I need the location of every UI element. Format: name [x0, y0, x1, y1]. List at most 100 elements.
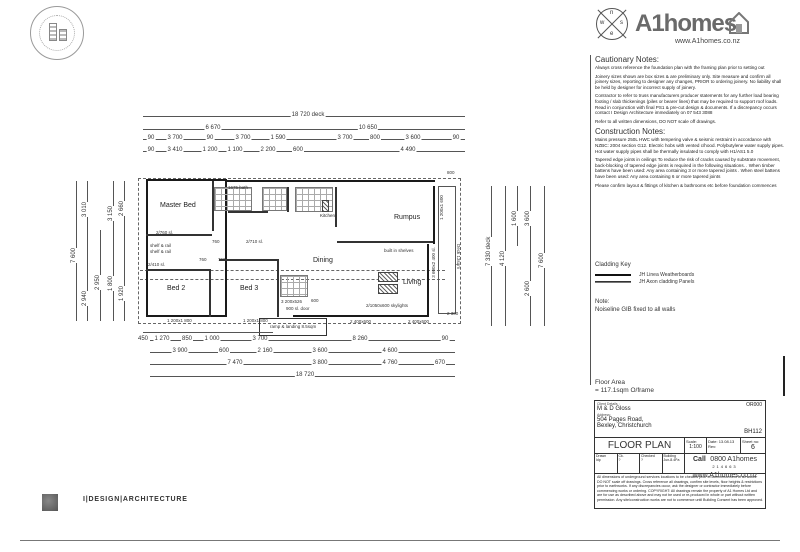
- client-name: M & D Gloss: [597, 406, 631, 412]
- window-bed3-label: 1 200x1 800: [243, 318, 268, 323]
- dim-bottom-overhang: 450: [136, 332, 273, 342]
- wall-north: [225, 180, 435, 182]
- seal-building-icon-2: [59, 29, 67, 41]
- seal-building-icon: [49, 23, 57, 41]
- wall-master-south: [146, 234, 212, 236]
- dim-bottom-overall: 18 720: [150, 372, 455, 378]
- wall-west-wing: [146, 179, 227, 317]
- wardrobe-master-label: 2/760 sl.: [156, 230, 174, 235]
- title-block: Client Details : M & D Gloss Address: 50…: [594, 400, 766, 509]
- cladding-key-title: Cladding Key: [595, 262, 631, 268]
- room-master-bed: Master Bed: [160, 202, 196, 209]
- dim-overall-deck: 18 720 deck: [143, 112, 465, 118]
- dim-top-blocks: 6 670 10 650: [143, 125, 465, 131]
- contact-info: Call 0800 A1homes 214663 www.A1homes.co.…: [685, 454, 765, 479]
- room-living: Living: [403, 279, 422, 286]
- construction-notes-title: Construction Notes:: [595, 127, 666, 137]
- door-760-c: 760: [218, 257, 226, 262]
- ensuite-tiles: [262, 187, 287, 211]
- panel-divider: [590, 55, 591, 385]
- title-row: FLOOR PLAN Scale: 1:100 Date: 13.08.13 R…: [595, 438, 765, 454]
- wardrobe-hall-label: 2/710 sl.: [246, 239, 264, 244]
- wall-bed3-north: [219, 259, 277, 261]
- laundry-tiles: [280, 275, 308, 297]
- dim-bottom-row3: 7 470 3 800 4 760 670: [150, 360, 455, 366]
- dim-top-row2: 90 3 410 1 200 1 100 2 200 600 4 490: [143, 147, 465, 153]
- sheet-cell: Sheet no: 6: [742, 439, 760, 451]
- dim-left-seg1: 3 010 2 940: [82, 181, 88, 321]
- cautionary-note: Joinery sizes shown are box sizes & are …: [595, 73, 782, 90]
- dim-right-overall: 7 600: [539, 186, 545, 326]
- wall-bed2-east: [209, 269, 211, 317]
- dim-left-overall: 7 600: [71, 181, 77, 321]
- door-760-a: 760: [212, 239, 220, 244]
- living-slider-label: 3 600x2 400 sl.: [430, 247, 436, 278]
- floor-area-label: Floor Area: [595, 379, 625, 386]
- construction-note: Please confirm layout & fittings of kitc…: [595, 182, 777, 188]
- cladding-key-item: JH Linea Weatherboards: [595, 271, 780, 278]
- dim-right-seg2: 1 600: [512, 186, 518, 246]
- built-in-label: built in shelves: [384, 248, 414, 253]
- wall-hall-north: [228, 211, 268, 213]
- cladding-key: Cladding Key JH Linea Weatherboards JH A…: [595, 262, 780, 285]
- address-line-1: 504 Pages Road,: [597, 416, 644, 423]
- design-architecture-logo-icon: [42, 494, 58, 511]
- deck-area-label: Deck 13sqm: [456, 243, 462, 270]
- house-logo-icon: [729, 12, 749, 34]
- deck-strip: [438, 186, 456, 314]
- page-edge-mark: [783, 356, 785, 396]
- wall-rumpus-south: [337, 241, 433, 243]
- cautionary-notes-title: Cautionary Notes:: [595, 55, 660, 64]
- room-bed-3: Bed 3: [240, 285, 259, 292]
- cautionary-note: Refer to all written dimensions, DO NOT …: [595, 118, 717, 124]
- address-line-2: Bexley, Christchurch: [597, 423, 652, 429]
- wall-bed2-north: [146, 269, 210, 271]
- room-dining: Dining: [313, 257, 333, 264]
- dim-right-seg3: 3 600 2 600: [525, 186, 531, 326]
- wardrobe-bed-label: 2/410 sl.: [148, 262, 166, 267]
- website-link[interactable]: www.A1homes.co.nz: [692, 472, 758, 479]
- floor-area-value: = 117.1sqm O/frame: [595, 387, 654, 394]
- brand-logo-text: A1homes: [635, 10, 737, 37]
- fridge-hatch: [322, 200, 329, 212]
- general-note: Note: Noiseline GIB fixed to all walls: [595, 298, 675, 314]
- dim-top-row1: 90 3 700 90 3 700 1 590 3 700 800 3 600 …: [143, 135, 465, 141]
- wall-rumpus-east: [433, 186, 435, 244]
- drawing-title: FLOOR PLAN: [595, 438, 685, 453]
- construction-note: Tapered edge joints in ceilings To reduc…: [595, 157, 781, 179]
- footer-rule: [20, 540, 780, 541]
- wall-rumpus-west: [335, 187, 337, 227]
- ramp-landing-box: [259, 318, 327, 336]
- brand-header: n w s e A1homes www.A1homes.co.nz: [583, 6, 783, 56]
- notes-section: Cautionary Notes: Always cross reference…: [590, 55, 785, 192]
- footer-company-name: I|DESIGN|ARCHITECTURE: [83, 496, 188, 503]
- skylights-label: 2/1050x600 skylights: [366, 303, 409, 308]
- linen-label-2: shelf & rail: [150, 249, 172, 254]
- dim-left-seg3: 3 150 1 800: [108, 181, 114, 321]
- dim-left-seg4: 2 660 1 920: [119, 181, 125, 321]
- wall-master-east: [212, 181, 214, 231]
- cautionary-note: Contractor to refer to truss manufacture…: [595, 93, 779, 116]
- call-label: Call: [693, 456, 706, 463]
- dim-bottom-row1: 1 270 850 1 000 3 700 8 260 90: [150, 336, 455, 342]
- brand-url: www.A1homes.co.nz: [675, 38, 740, 45]
- room-bed-2: Bed 2: [167, 285, 186, 292]
- window-living-a-label: 2 400x600: [350, 319, 372, 324]
- bath-label: 1675 bath: [228, 185, 249, 190]
- dim-right-seg1: 4 120: [500, 186, 506, 326]
- cautionary-note: Always cross reference the foundation pl…: [595, 65, 765, 70]
- solid-line-swatch: [595, 273, 631, 276]
- wall-living-east: [427, 244, 429, 317]
- client-details: Client Details : M & D Gloss Address: 50…: [595, 401, 765, 438]
- wall-bath-east: [287, 187, 289, 212]
- garage-door-label: 800: [447, 170, 455, 175]
- rumpus-window-label: 1 200x1 600: [438, 195, 444, 220]
- cladding-key-item: JH Axon cladding Panels: [595, 278, 780, 285]
- window-living-b-label: 2 400x600: [408, 319, 430, 324]
- door-760-b: 760: [199, 257, 207, 262]
- note-title: Note:: [595, 299, 610, 305]
- dim-left-seg2: 2 950: [95, 230, 101, 321]
- linen-label-1: shelf & rail: [150, 243, 172, 248]
- date-cell: Date: 13.08.13 Rev:: [707, 438, 741, 453]
